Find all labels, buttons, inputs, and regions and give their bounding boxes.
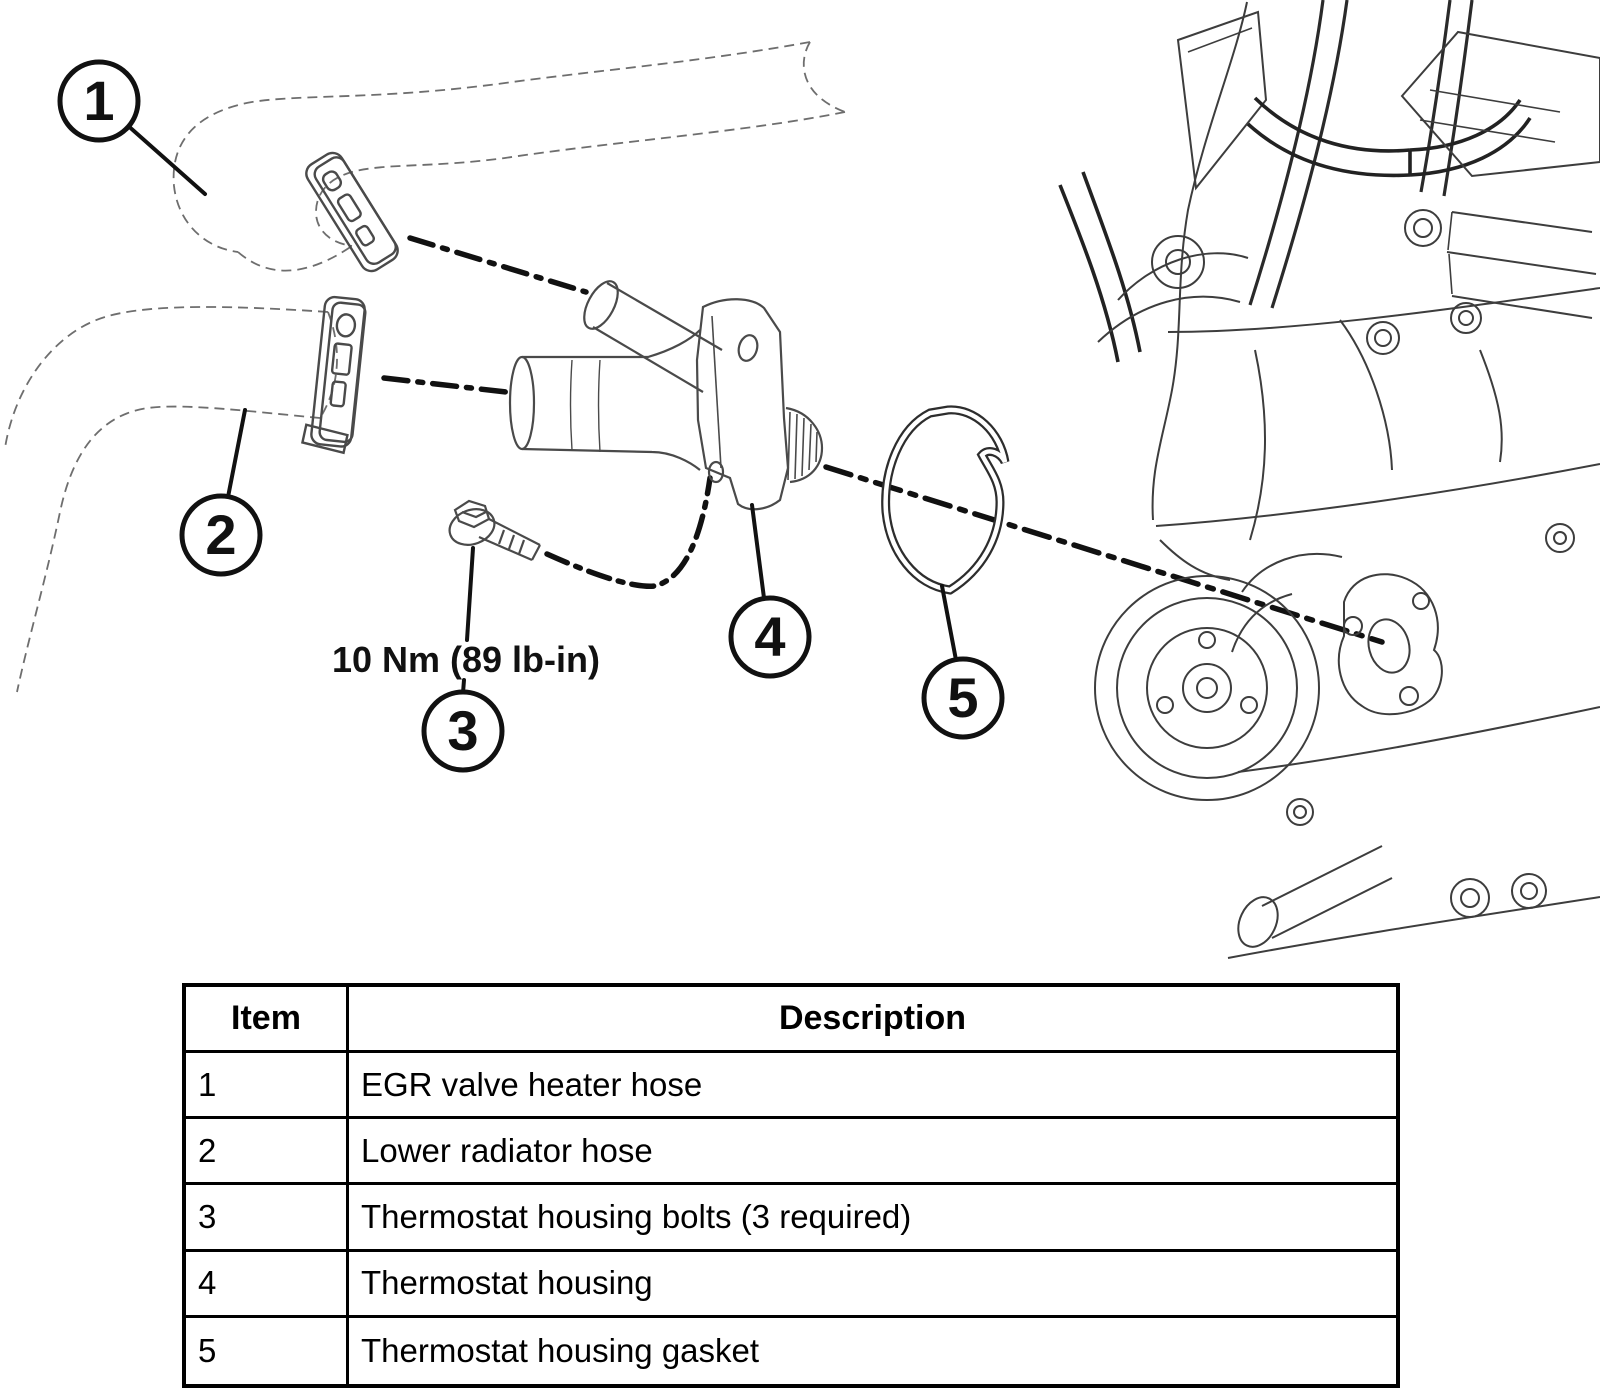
housing-bolt [448,499,541,562]
housing-gasket [881,405,1010,595]
table-row-4-description: Thermostat housing [349,1252,1396,1318]
table-header-item: Item [186,987,349,1054]
callout-1-number: 1 [83,69,114,132]
assembly-axis-hose1 [407,235,589,295]
exploded-diagram: 10 Nm (89 lb-in) 1 2 3 4 5 [4,0,1600,959]
callout-3: 3 [421,689,505,773]
callout-2-number: 2 [205,503,236,566]
callout-2: 2 [179,493,263,577]
table-row-3-item: 3 [186,1185,349,1252]
leader-1 [124,122,207,196]
callout-5: 5 [921,656,1005,740]
callout-5-number: 5 [947,666,978,729]
engine-assembly [1058,0,1600,959]
table-row-1-item: 1 [186,1053,349,1120]
table-row-1-description: EGR valve heater hose [349,1053,1396,1120]
leader-4 [750,503,766,600]
leader-5 [940,584,958,662]
callout-4: 4 [728,595,812,679]
assembly-axis-bolt [544,475,713,589]
table-row-2-item: 2 [186,1119,349,1186]
parts-table: Item Description 1 EGR valve heater hose… [182,983,1400,1388]
hose-clamp-upper [305,151,399,273]
assembly-axis-hose2 [381,375,509,395]
egr-heater-hose [172,41,846,272]
lower-radiator-hose [4,306,338,693]
table-header-description: Description [349,987,1396,1054]
assembly-axis-main [823,464,1385,645]
table-row-5-item: 5 [186,1317,349,1384]
thermostat-housing [508,280,824,511]
leader-3a [465,546,475,642]
callout-3-number: 3 [447,699,478,762]
table-row-5-description: Thermostat housing gasket [361,1331,760,1369]
hose-clamp-lower [301,295,367,455]
table-row-2-description: Lower radiator hose [349,1119,1396,1186]
table-row-3-description: Thermostat housing bolts (3 required) [349,1185,1396,1252]
torque-label: 10 Nm (89 lb-in) [332,639,600,680]
callout-4-number: 4 [754,605,785,668]
leader-lines [124,122,958,695]
leader-2 [226,408,247,499]
table-row-4-item: 4 [186,1251,349,1318]
callout-1: 1 [57,59,141,143]
